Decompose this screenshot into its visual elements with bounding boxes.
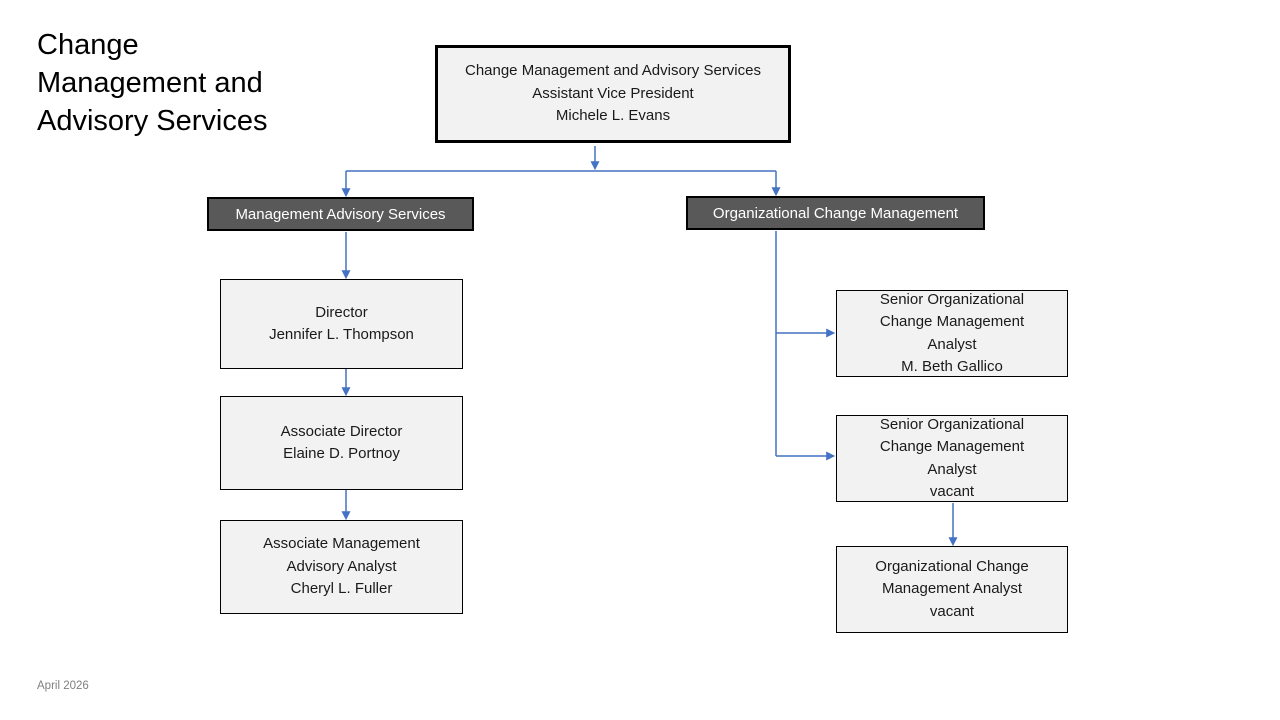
node-title-label: Director	[315, 303, 368, 321]
node-name-label: M. Beth Gallico	[901, 358, 1003, 375]
node-title-label: Associate Management Advisory Analyst	[263, 535, 420, 575]
root-title-label: Assistant Vice President	[532, 84, 694, 102]
node-name-label: Jennifer L. Thompson	[269, 326, 414, 343]
page-title: Change Management and Advisory Services	[37, 29, 268, 137]
org-node-associate-director: Associate Director Elaine D. Portnoy	[220, 396, 463, 490]
branch-header-label: Organizational Change Management	[712, 204, 959, 222]
branch-header-organizational-change-management: Organizational Change Management	[686, 196, 985, 230]
node-name-label: Cheryl L. Fuller	[290, 580, 393, 598]
footer-date: April 2026	[37, 680, 89, 692]
org-node-senior-ocm-analyst-2: Senior Organizational Change Management …	[836, 415, 1068, 502]
root-name-label: Michele L. Evans	[555, 107, 671, 125]
connector-root-to-branches	[341, 146, 781, 198]
branch-header-label: Management Advisory Services	[235, 205, 446, 223]
node-name-label: vacant	[929, 483, 975, 500]
org-node-associate-management-advisory-analyst: Associate Management Advisory Analyst Ch…	[220, 520, 463, 614]
org-node-root: Change Management and Advisory Services …	[435, 45, 791, 143]
node-title-label: Associate Director	[280, 422, 403, 440]
node-name-label: vacant	[929, 602, 975, 620]
root-unit-label: Change Management and Advisory Services	[464, 62, 761, 80]
org-node-ocm-analyst: Organizational Change Management Analyst…	[836, 546, 1068, 633]
branch-header-management-advisory-services: Management Advisory Services	[207, 197, 474, 231]
org-node-director: Director Jennifer L. Thompson	[220, 279, 463, 369]
org-node-senior-ocm-analyst-1: Senior Organizational Change Management …	[836, 290, 1068, 377]
node-title-label: Senior Organizational Change Management …	[879, 415, 1025, 478]
node-title-label: Organizational Change Management Analyst	[875, 557, 1029, 598]
node-title-label: Senior Organizational Change Management …	[879, 290, 1025, 353]
node-name-label: Elaine D. Portnoy	[283, 445, 400, 462]
